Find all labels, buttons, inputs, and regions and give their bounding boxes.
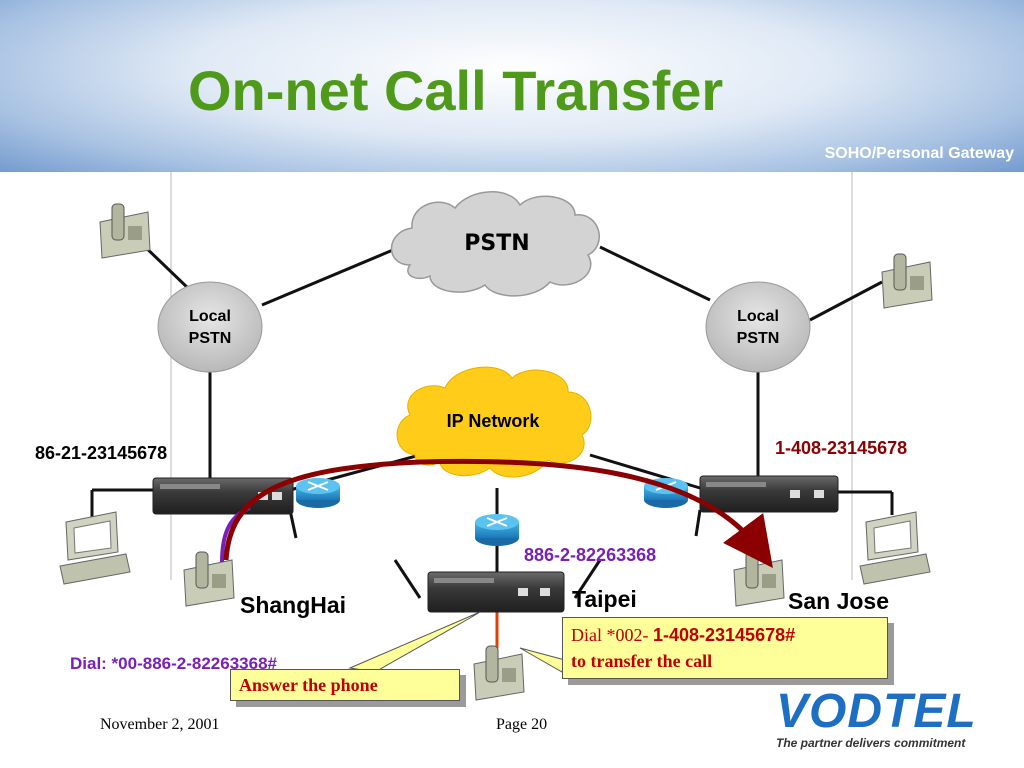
phone-taipei-icon: [473, 645, 525, 701]
vodtel-logo: VODTEL The partner delivers commitment: [776, 685, 977, 751]
phone-top-right-icon: [881, 253, 933, 309]
local-pstn-left-line2: PSTN: [189, 330, 232, 347]
taipei-number: 886-2-82263368: [524, 545, 657, 565]
city-taipei: Taipei: [572, 586, 637, 612]
transfer-callout-pointer: [519, 647, 566, 673]
computer-left-icon: [59, 511, 131, 585]
dial-instruction: Dial: *00-886-2-82263368#: [70, 654, 277, 673]
transfer-callout-line2: to transfer the call: [571, 651, 713, 671]
gateway-taipei: [427, 571, 565, 613]
logo-name: VODTEL: [776, 685, 977, 738]
shanghai-number: 86-21-23145678: [35, 443, 168, 463]
logo-tagline: The partner delivers commitment: [776, 736, 966, 750]
slide-subtitle: SOHO/Personal Gateway: [824, 145, 1014, 162]
slide-title: On-net Call Transfer: [188, 59, 724, 122]
title-banner: [0, 0, 1024, 172]
answer-callout-pointer: [348, 611, 481, 673]
phone-san-jose-icon: [733, 551, 785, 607]
local-pstn-left-line1: Local: [189, 308, 231, 325]
gateway-san-jose: [699, 475, 839, 513]
ip-network-cloud: [396, 366, 592, 478]
footer-date: November 2, 2001: [100, 716, 220, 733]
computer-right-icon: [859, 511, 931, 585]
phone-shanghai-icon: [183, 551, 235, 607]
transfer-arrow: [223, 458, 773, 569]
phone-top-left-icon: [99, 203, 151, 259]
footer-page: Page 20: [496, 716, 548, 733]
transfer-callout-prefix: Dial *002-: [571, 625, 653, 645]
answer-callout-text: Answer the phone: [239, 675, 378, 695]
local-pstn-right-line1: Local: [737, 308, 779, 325]
local-pstn-right-line2: PSTN: [737, 330, 780, 347]
pstn-cloud: [390, 191, 601, 297]
router-taipei-icon: [475, 514, 519, 546]
pstn-cloud-label: PSTN: [464, 231, 529, 256]
local-pstn-left-oval: [157, 281, 263, 373]
transfer-callout-number: 1-408-23145678#: [652, 625, 796, 645]
gateway-shanghai: [152, 477, 294, 515]
local-pstn-right-oval: [705, 281, 811, 373]
san-jose-number: 1-408-23145678: [775, 438, 908, 458]
city-shanghai: ShangHai: [240, 592, 347, 618]
router-shanghai-icon: [296, 478, 340, 508]
city-san-jose: San Jose: [788, 588, 889, 614]
transfer-callout: Dial *002- 1-408-23145678# to transfer t…: [562, 617, 888, 679]
ip-network-label: IP Network: [447, 411, 541, 431]
answer-callout: Answer the phone: [230, 669, 460, 701]
